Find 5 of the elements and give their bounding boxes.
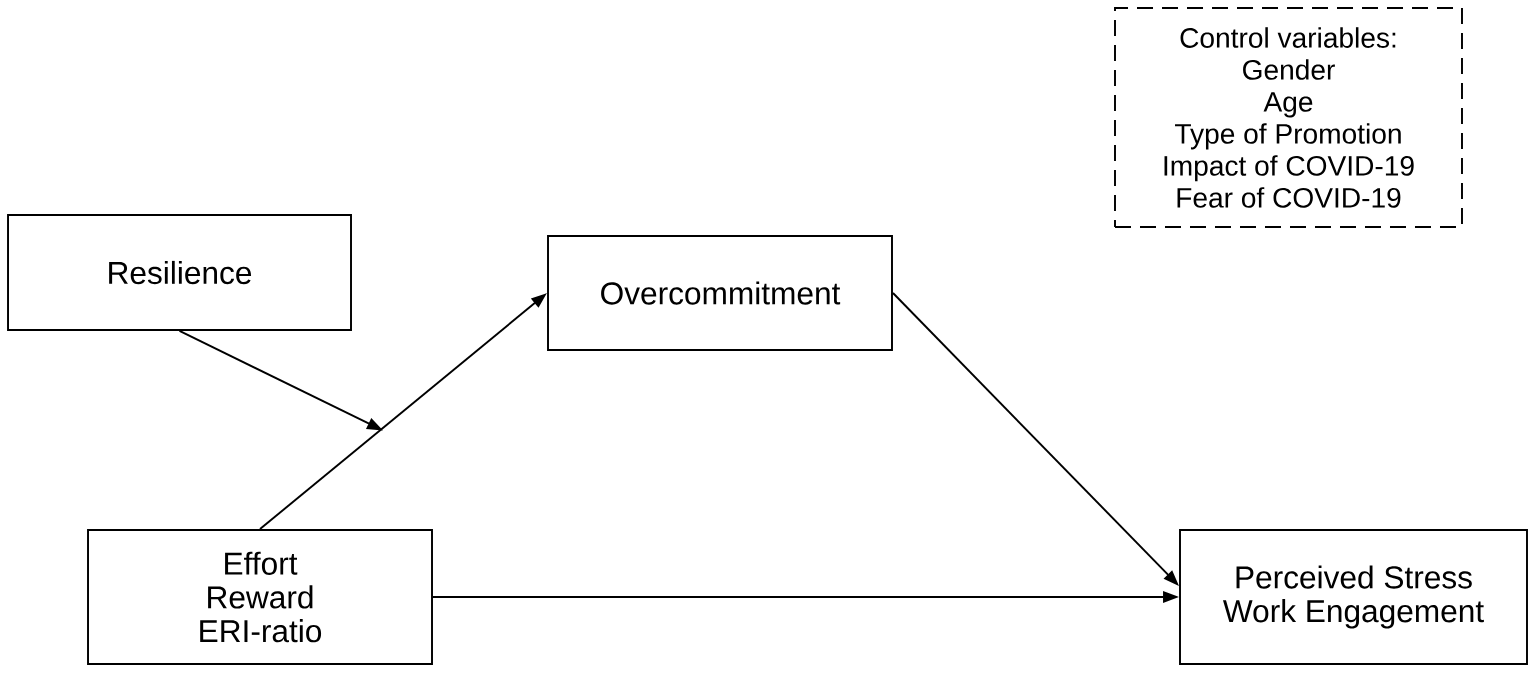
note-box: Control variables: Gender Age Type of Promotion Impact of COVID-19 Fear of COVID-19 (1114, 7, 1463, 228)
variable-box: Effort Reward ERI-ratio (87, 529, 433, 665)
variable-box: Perceived Stress Work Engagement (1179, 529, 1528, 665)
variable-box: Resilience (7, 214, 352, 331)
variable-box: Overcommitment (547, 235, 893, 351)
